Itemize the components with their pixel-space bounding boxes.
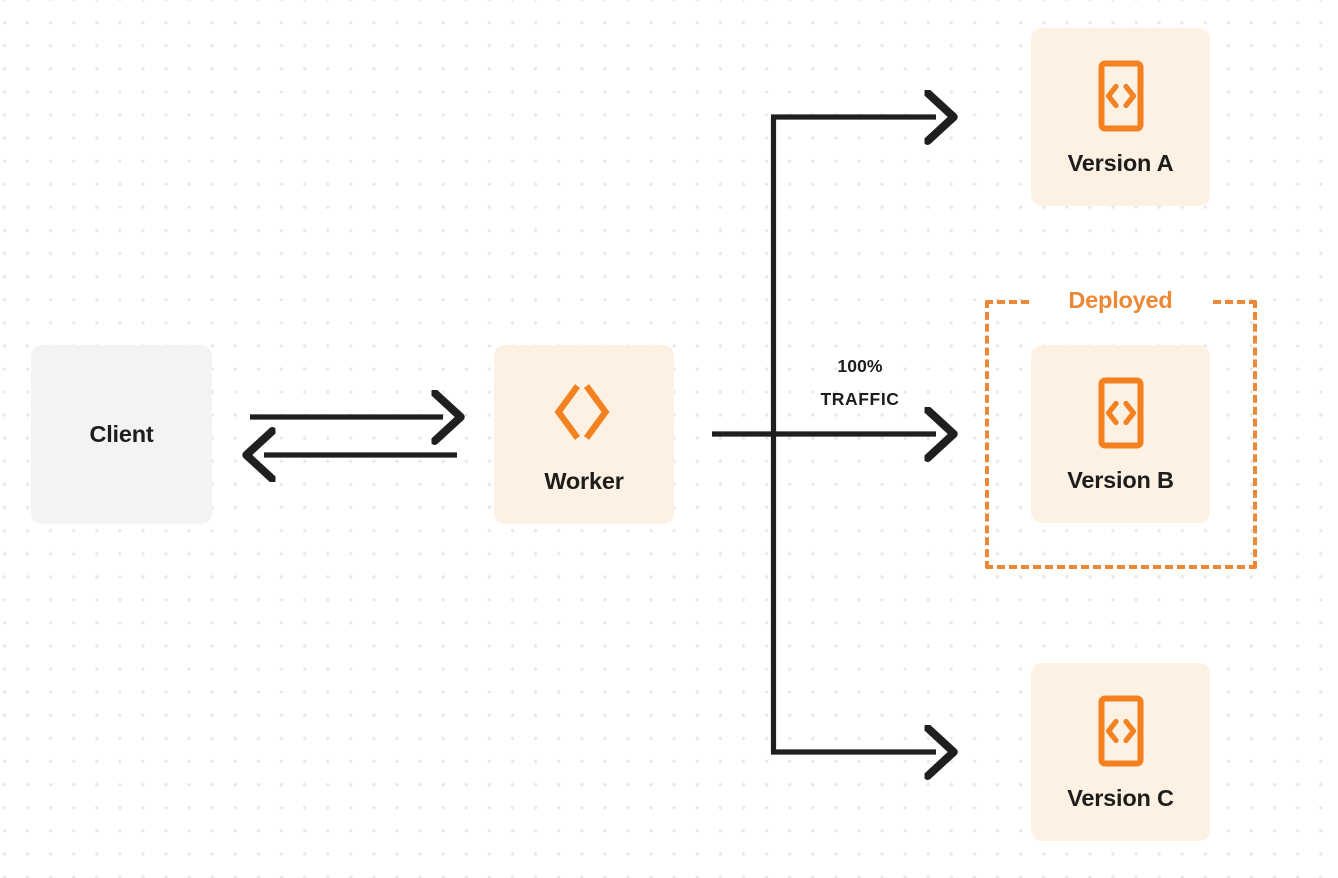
deployed-group-label: Deployed (1031, 284, 1210, 316)
code-file-icon (1091, 59, 1151, 138)
code-file-icon (1091, 376, 1151, 455)
node-version-b[interactable]: Version B (1031, 345, 1210, 523)
traffic-label: 100% TRAFFIC (790, 350, 930, 416)
code-file-icon (1091, 694, 1151, 773)
node-version-a[interactable]: Version A (1031, 28, 1210, 206)
node-worker-label: Worker (544, 468, 624, 495)
node-version-c[interactable]: Version C (1031, 663, 1210, 841)
node-version-b-label: Version B (1067, 466, 1174, 493)
traffic-percent: 100% (837, 356, 883, 376)
node-version-c-label: Version C (1067, 784, 1174, 811)
traffic-word: TRAFFIC (820, 389, 900, 409)
cloudflare-workers-icon (547, 375, 621, 454)
node-client-label: Client (89, 420, 154, 447)
node-worker[interactable]: Worker (494, 345, 674, 524)
node-client[interactable]: Client (31, 345, 212, 524)
node-version-a-label: Version A (1067, 149, 1174, 176)
